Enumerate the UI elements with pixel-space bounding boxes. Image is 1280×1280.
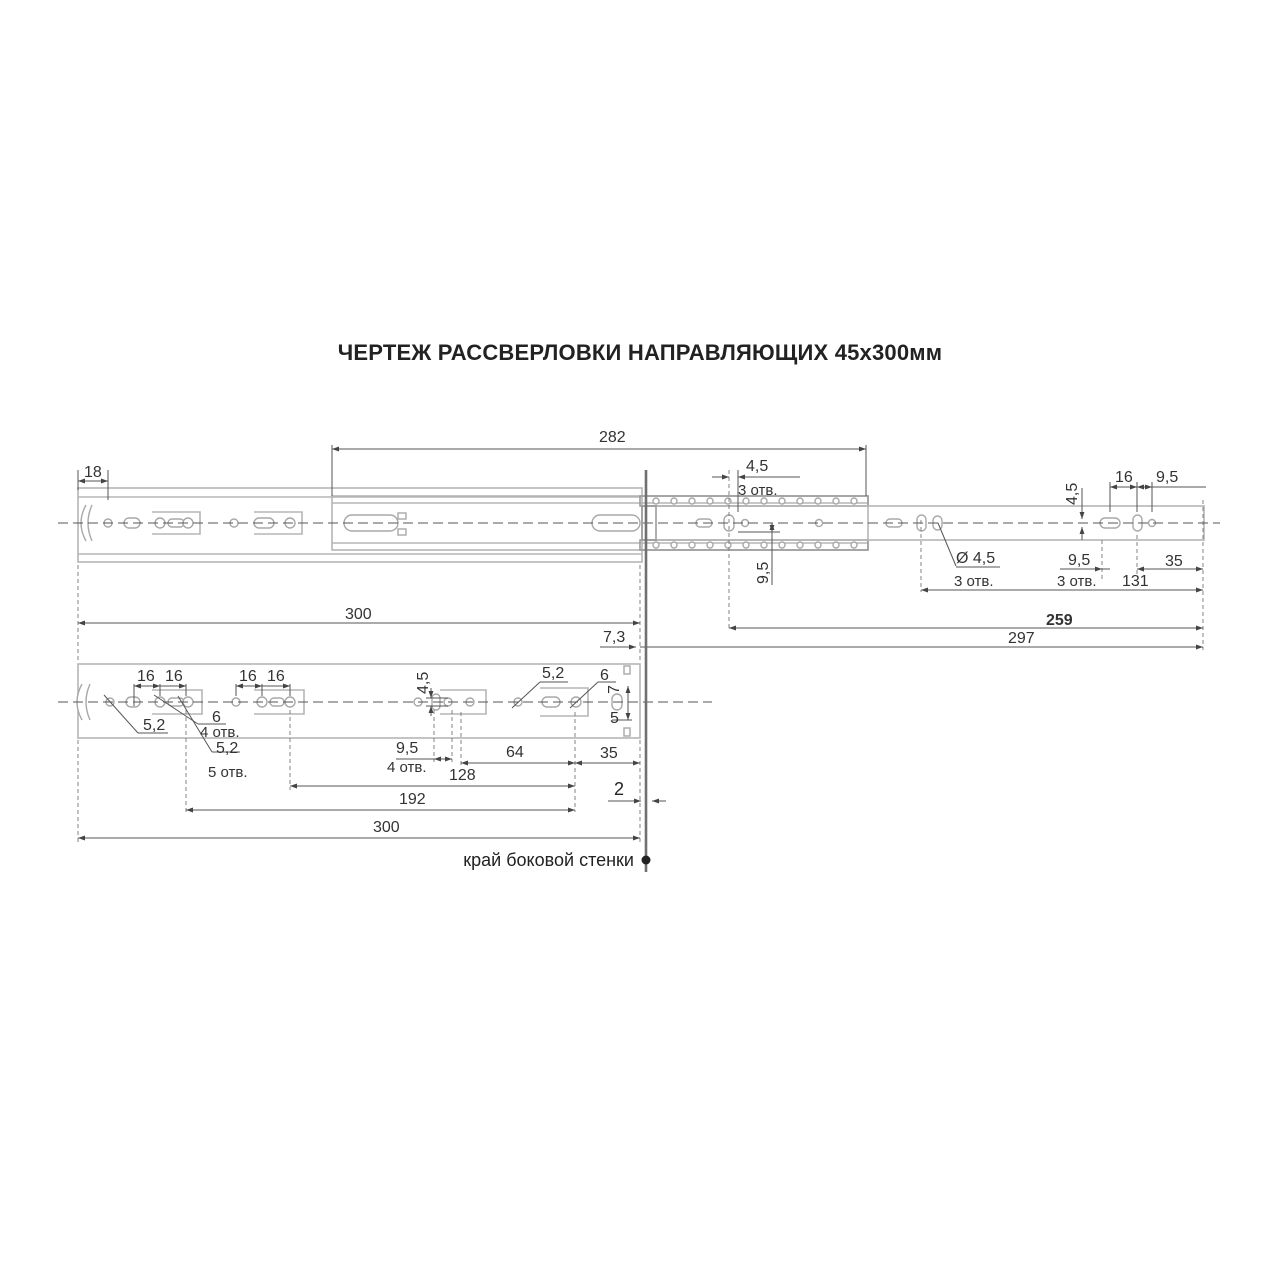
dim-4-5-vertical: 4,5 bbox=[415, 672, 432, 694]
dim-18: 18 bbox=[84, 464, 102, 481]
note-3-holes-diameter: 3 отв. bbox=[954, 573, 994, 590]
dim-9-5-right: 9,5 bbox=[1068, 552, 1090, 569]
dimension-lines bbox=[78, 681, 666, 841]
dim-259: 259 bbox=[1046, 612, 1073, 629]
bottom-rail: 16 16 16 16 4,5 5,2 6 7 5 5,2 6 4 отв. 5… bbox=[58, 663, 712, 842]
dimension-lines bbox=[78, 446, 1206, 650]
side-wall-edge-label: край боковой стенки bbox=[463, 850, 634, 870]
dim-300-top: 300 bbox=[345, 606, 372, 623]
note-5-holes: 5 отв. bbox=[208, 764, 248, 781]
dim-9-5-far: 9,5 bbox=[1156, 469, 1178, 486]
dim-300-bottom: 300 bbox=[373, 819, 400, 836]
dim-6-left: 6 bbox=[212, 709, 221, 726]
dim-297: 297 bbox=[1008, 630, 1035, 647]
note-3-holes-top: 3 отв. bbox=[738, 482, 778, 499]
dim-5: 5 bbox=[610, 710, 619, 727]
dim-131: 131 bbox=[1122, 573, 1149, 590]
dim-7-3: 7,3 bbox=[603, 629, 625, 646]
dim-9-5-vertical: 9,5 bbox=[755, 562, 772, 584]
dim-282: 282 bbox=[599, 429, 626, 446]
dim-4-5-vertical: 4,5 bbox=[1064, 483, 1081, 505]
dim-35-top: 35 bbox=[1165, 553, 1183, 570]
dim-16-c: 16 bbox=[239, 668, 257, 685]
note-4-holes-left: 4 отв. bbox=[200, 724, 240, 741]
dim-6-right: 6 bbox=[600, 667, 609, 684]
dim-128: 128 bbox=[449, 767, 476, 784]
dim-2: 2 bbox=[614, 779, 624, 799]
dim-35-bottom: 35 bbox=[600, 745, 618, 762]
dim-16-top: 16 bbox=[1115, 469, 1133, 486]
dim-192: 192 bbox=[399, 791, 426, 808]
dim-4-5-top: 4,5 bbox=[746, 458, 768, 475]
note-4-holes-mid: 4 отв. bbox=[387, 759, 427, 776]
dim-5-2-left: 5,2 bbox=[143, 717, 165, 734]
dim-7: 7 bbox=[606, 685, 623, 694]
side-wall-edge-marker bbox=[641, 855, 651, 865]
ball-cage bbox=[639, 495, 869, 551]
rail-notch bbox=[623, 665, 631, 675]
dim-16-b: 16 bbox=[165, 668, 183, 685]
page-title: ЧЕРТЕЖ РАССВЕРЛОВКИ НАПРАВЛЯЮЩИХ 45х300м… bbox=[337, 340, 943, 365]
dim-5-2-right: 5,2 bbox=[542, 665, 564, 682]
stop-tab bbox=[397, 528, 407, 536]
dim-64: 64 bbox=[506, 744, 524, 761]
top-rail: 18 282 4,5 3 отв. 9,5 Ø 4,5 3 отв. 9,5 3… bbox=[58, 429, 1220, 660]
dim-16-d: 16 bbox=[267, 668, 285, 685]
dim-5-2-mid: 5,2 bbox=[216, 740, 238, 757]
dim-16-a: 16 bbox=[137, 668, 155, 685]
dim-9-5-bottom: 9,5 bbox=[396, 740, 418, 757]
note-3-holes-right: 3 отв. bbox=[1057, 573, 1097, 590]
stop-tab bbox=[397, 512, 407, 520]
dim-diameter-4-5: Ø 4,5 bbox=[956, 550, 995, 567]
rail-notch bbox=[623, 727, 631, 737]
